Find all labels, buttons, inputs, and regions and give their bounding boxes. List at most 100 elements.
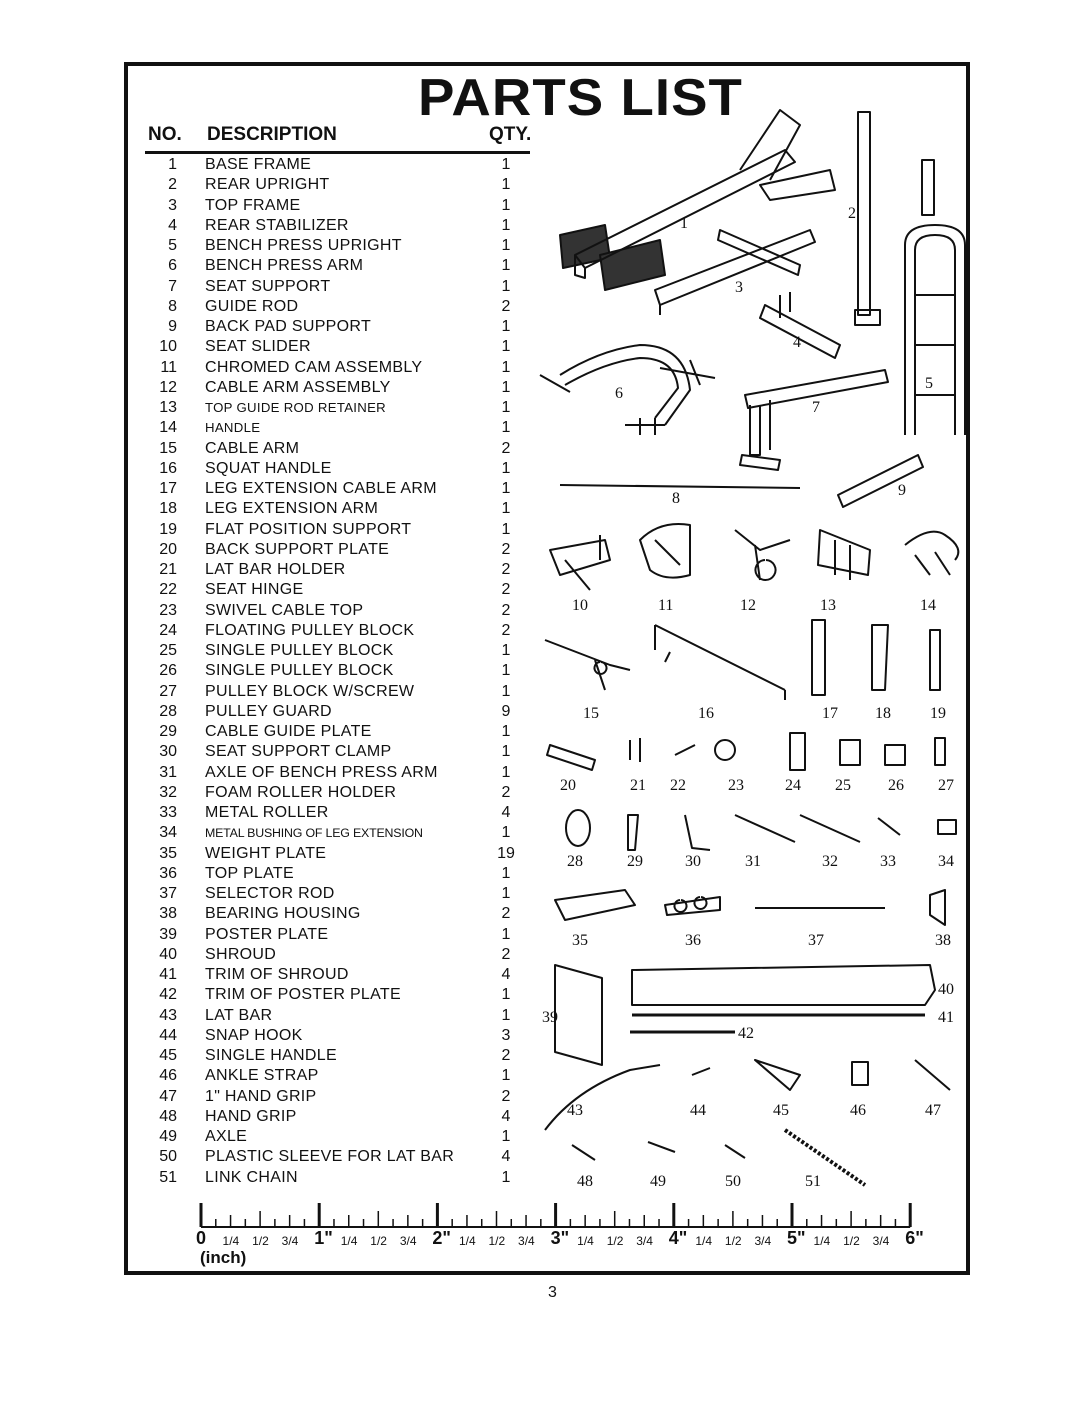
diagram-callout: 46: [850, 1102, 866, 1119]
part-number: 41: [159, 966, 177, 983]
diagram-callout: 48: [577, 1173, 593, 1190]
part-49-drawing: [647, 1141, 676, 1153]
part-number: 33: [159, 804, 177, 821]
part-qty: 4: [501, 966, 511, 983]
part-description: SNAP HOOK: [205, 1026, 303, 1044]
part-description: SEAT SUPPORT: [205, 277, 331, 295]
part-qty: 2: [501, 297, 511, 315]
part-qty: 1: [501, 642, 511, 659]
part-15-drawing: [544, 639, 631, 691]
ruler-label: 1/2: [370, 1234, 387, 1248]
part-47-drawing: [914, 1059, 951, 1091]
part-description: SEAT HINGE: [205, 581, 304, 599]
part-18-drawing: [871, 624, 889, 691]
part-description: ANKLE STRAP: [205, 1067, 319, 1085]
part-description: LEG EXTENSION CABLE ARM: [205, 480, 437, 497]
part-qty: 1: [501, 682, 511, 700]
part-description: FLAT POSITION SUPPORT: [205, 520, 412, 538]
part-description: LINK CHAIN: [205, 1168, 298, 1186]
diagram-callout: 7: [812, 399, 820, 416]
part-qty: 2: [501, 905, 511, 923]
part-number: 4: [168, 216, 177, 234]
ruler-label: 6": [905, 1228, 924, 1248]
part-number: 45: [159, 1047, 177, 1064]
part-number: 8: [168, 297, 177, 315]
diagram-callout: 36: [685, 932, 701, 949]
part-qty: 1: [501, 925, 511, 943]
part-12-drawing: [734, 529, 791, 581]
part-6-drawing: [539, 344, 716, 435]
part-46-drawing: [851, 1061, 869, 1086]
part-number: 44: [159, 1026, 177, 1044]
part-number: 17: [159, 480, 177, 497]
part-number: 21: [159, 561, 177, 578]
part-number: 13: [159, 399, 177, 416]
part-number: 23: [159, 601, 177, 619]
part-number: 7: [168, 277, 177, 295]
part-21-drawing: [629, 738, 641, 762]
ruler-label: 1/4: [577, 1234, 594, 1248]
part-number: 31: [159, 763, 177, 781]
part-number: 16: [159, 459, 177, 477]
part-description: CABLE ARM: [205, 439, 300, 457]
part-38-drawing: [929, 889, 946, 926]
ruler-label: 1/2: [843, 1234, 860, 1248]
ruler-label: 4": [668, 1228, 688, 1248]
part-qty: 1: [501, 338, 511, 356]
diagram-callout: 13: [820, 597, 836, 614]
part-40-drawing: [631, 964, 936, 1006]
part-description: BACK SUPPORT PLATE: [205, 540, 390, 558]
part-qty: 1: [501, 277, 511, 295]
diagram-callout: 40: [938, 981, 954, 998]
part-number: 22: [159, 581, 177, 599]
part-48-drawing: [571, 1144, 596, 1161]
diagram-callout: 16: [698, 705, 714, 722]
part-10-drawing: [549, 535, 611, 591]
part-4-drawing: [759, 292, 841, 359]
diagram-callout: 11: [658, 597, 673, 614]
part-description: PULLEY GUARD: [205, 702, 332, 720]
diagram-callout: 26: [888, 777, 904, 794]
part-qty: 2: [501, 581, 511, 599]
part-description: TOP GUIDE ROD RETAINER: [205, 400, 386, 415]
part-13-drawing: [817, 529, 871, 580]
diagram-callout: 12: [740, 597, 756, 614]
diagram-callout: 10: [572, 597, 588, 614]
part-description: SINGLE HANDLE: [205, 1047, 337, 1064]
part-39-drawing: [554, 964, 603, 1066]
diagram-callout: 21: [630, 777, 646, 794]
part-qty: 4: [501, 1148, 511, 1166]
part-qty: 1: [501, 824, 511, 842]
part-qty: 1: [501, 419, 511, 437]
part-qty: 1: [501, 520, 511, 538]
diagram-callout: 37: [808, 932, 824, 949]
page-frame: [124, 62, 970, 1275]
part-description: LAT BAR: [205, 1006, 273, 1024]
part-number: 6: [168, 257, 177, 275]
diagram-callout: 50: [725, 1173, 741, 1190]
part-description: REAR UPRIGHT: [205, 176, 330, 194]
part-number: 9: [168, 318, 177, 335]
part-description: SINGLE PULLEY BLOCK: [205, 642, 394, 659]
diagram-callout: 15: [583, 705, 599, 722]
diagram-callout: 47: [925, 1102, 941, 1119]
part-qty: 1: [501, 723, 511, 740]
part-qty: 1: [501, 763, 511, 781]
part-number: 48: [159, 1107, 177, 1125]
diagram-callout: 31: [745, 853, 761, 870]
part-description: REAR STABILIZER: [205, 216, 349, 234]
diagram-callout: 51: [805, 1173, 821, 1190]
part-qty: 1: [501, 1067, 511, 1085]
part-8-drawing: [559, 484, 801, 489]
part-description: SINGLE PULLEY BLOCK: [205, 662, 394, 680]
ruler-label: 3/4: [872, 1234, 890, 1248]
